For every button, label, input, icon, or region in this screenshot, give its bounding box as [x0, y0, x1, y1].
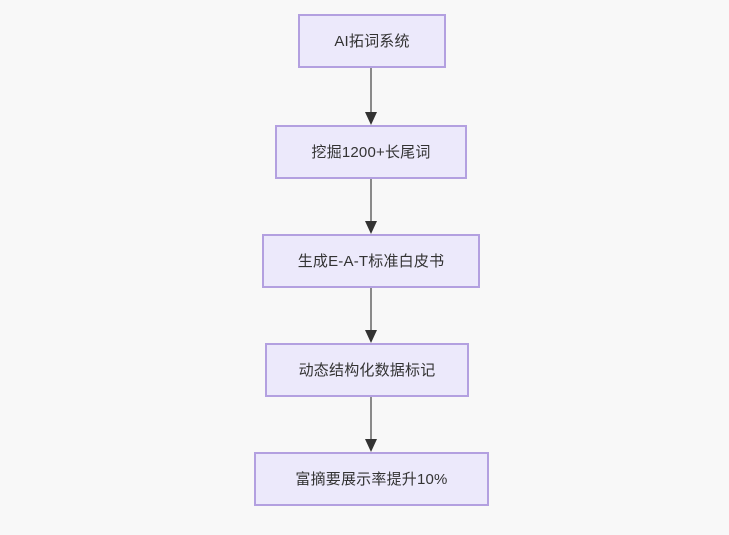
- flow-node-label: 生成E-A-T标准白皮书: [297, 252, 445, 270]
- flow-connector-1-to-2: [360, 68, 382, 125]
- flow-connector-4-to-5: [360, 397, 382, 452]
- flow-node-label: 富摘要展示率提升10%: [295, 470, 448, 488]
- flow-node-generate-eat-whitepaper[interactable]: 生成E-A-T标准白皮书: [262, 234, 480, 288]
- flow-node-dynamic-structured-data-markup[interactable]: 动态结构化数据标记: [265, 343, 469, 397]
- flow-node-label: AI拓词系统: [334, 32, 410, 50]
- flow-node-label: 动态结构化数据标记: [298, 361, 436, 379]
- flow-connector-2-to-3: [360, 179, 382, 234]
- flow-node-rich-snippet-impression-lift[interactable]: 富摘要展示率提升10%: [254, 452, 489, 506]
- flow-node-label: 挖掘1200+长尾词: [311, 143, 431, 161]
- flow-node-ai-keyword-system[interactable]: AI拓词系统: [298, 14, 446, 68]
- flow-connector-3-to-4: [360, 288, 382, 343]
- flow-node-mine-longtail-keywords[interactable]: 挖掘1200+长尾词: [275, 125, 467, 179]
